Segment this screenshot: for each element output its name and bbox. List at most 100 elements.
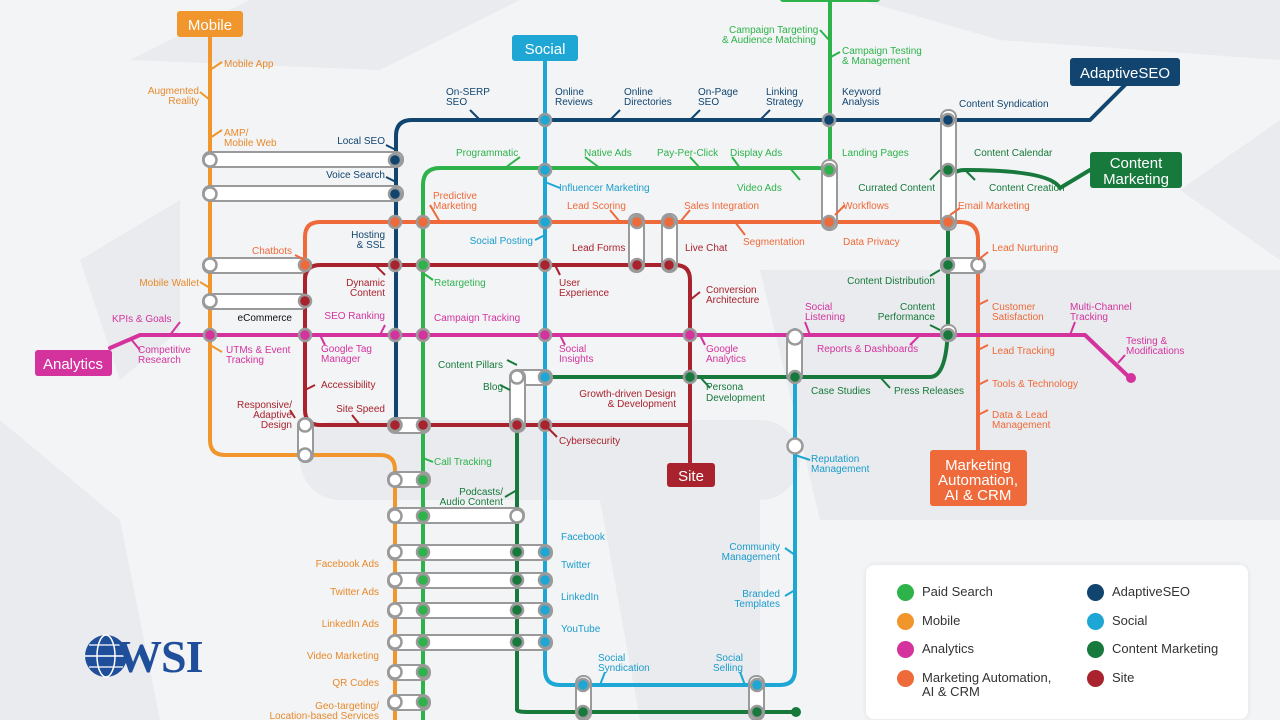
legend-dot [897, 613, 914, 630]
label-social-syndication-2: Syndication [598, 663, 650, 674]
label-online-directories: Online [624, 87, 653, 98]
globe-icon [85, 634, 126, 678]
label-campaign-targeting-2: & Audience Matching [722, 35, 816, 46]
label-conversion-architecture: Conversion [706, 285, 757, 296]
legend-item-site: Site [1087, 670, 1135, 687]
label-utms: UTMs & Event [226, 345, 291, 356]
hub-site[interactable]: Site [667, 463, 715, 487]
label-reputation-management-2: Management [811, 464, 870, 475]
label-responsive-2: Adaptive [253, 410, 292, 421]
label-branded-templates: Branded [742, 589, 780, 600]
label-competitive-research: Competitive [138, 345, 191, 356]
legend-item-automation: Marketing Automation,AI & CRM [897, 670, 1051, 699]
label-responsive-3: Design [261, 420, 292, 431]
legend-label: Mobile [922, 613, 961, 628]
label-social-listening: Social [805, 302, 832, 313]
legend-item-analytics: Analytics [897, 641, 974, 658]
label-accessibility: Accessibility [321, 380, 375, 391]
label-content-creation: Content Creation [989, 183, 1065, 194]
label-campaign-tracking: Campaign Tracking [434, 313, 520, 324]
label-hosting-2: & SSL [357, 240, 386, 251]
label-lead-nurturing: Lead Nurturing [992, 243, 1058, 254]
label-growth-driven-2: & Development [608, 399, 677, 410]
label-online-directories-2: Directories [624, 97, 672, 108]
label-campaign-targeting: Campaign Targeting [729, 25, 818, 36]
label-community-management: Community [729, 542, 780, 553]
legend-label: AdaptiveSEO [1112, 584, 1191, 599]
hub-paid-search[interactable] [780, 0, 880, 2]
hub-analytics[interactable]: Analytics [35, 350, 112, 376]
svg-text:Automation,: Automation, [938, 472, 1018, 489]
legend-label-line2: AI & CRM [922, 684, 980, 699]
legend-item-social: Social [1087, 613, 1148, 630]
legend-dot [897, 670, 914, 687]
label-local-seo: Local SEO [337, 136, 385, 147]
label-content-distribution: Content Distribution [847, 276, 935, 287]
label-segmentation: Segmentation [743, 237, 805, 248]
label-user-experience-2: Experience [559, 288, 609, 299]
label-campaign-testing-2: & Management [842, 56, 910, 67]
label-live-chat: Live Chat [685, 243, 727, 254]
label-video-marketing: Video Marketing [307, 651, 379, 662]
label-case-studies: Case Studies [811, 386, 870, 397]
legend-label: Site [1112, 670, 1135, 685]
label-lead-tracking: Lead Tracking [992, 346, 1055, 357]
hub-mobile[interactable]: Mobile [177, 11, 243, 37]
legend-label: Social [1112, 613, 1148, 628]
label-amp-2: Mobile Web [224, 138, 277, 149]
label-google-tag-manager-2: Manager [321, 354, 361, 365]
label-podcasts-2: Audio Content [440, 497, 504, 508]
label-data-privacy: Data Privacy [843, 237, 900, 248]
label-site-speed: Site Speed [336, 404, 385, 415]
label-google-analytics: Google [706, 344, 739, 355]
label-branded-templates-2: Templates [734, 599, 780, 610]
legend-label: Content Marketing [1112, 641, 1219, 656]
legend-dot [1087, 641, 1104, 658]
label-persona-development: Persona [706, 382, 744, 393]
label-mobile-wallet: Mobile Wallet [139, 278, 199, 289]
line-analytics [108, 333, 1132, 380]
svg-text:Analytics: Analytics [43, 356, 103, 373]
label-workflows: Workflows [843, 201, 889, 212]
svg-text:Content: Content [1110, 155, 1163, 172]
label-linkedin: LinkedIn [561, 592, 599, 603]
svg-text:Site: Site [678, 468, 704, 485]
label-community-management-2: Management [722, 552, 781, 563]
label-programmatic: Programmatic [456, 148, 518, 159]
logo-text: WSI [116, 631, 203, 682]
label-podcasts: Podcasts/ [459, 487, 503, 498]
svg-text:AdaptiveSEO: AdaptiveSEO [1080, 65, 1170, 82]
hub-social[interactable]: Social [512, 35, 578, 61]
label-amp: AMP/ [224, 128, 249, 139]
label-keyword-analysis: Keyword [842, 87, 881, 98]
label-cybersecurity: Cybersecurity [559, 436, 620, 447]
label-on-page-seo: On-Page [698, 87, 738, 98]
label-youtube: YouTube [561, 624, 601, 635]
label-social-syndication: Social [598, 653, 625, 664]
svg-text:Social: Social [525, 41, 566, 58]
label-twitter: Twitter [561, 560, 591, 571]
label-ecommerce: eCommerce [238, 313, 293, 324]
label-sales-integration: Sales Integration [684, 201, 759, 212]
legend-item-adaptive-seo: AdaptiveSEO [1087, 584, 1191, 601]
label-persona-development-2: Development [706, 393, 765, 404]
line-social [543, 60, 797, 687]
label-press-releases: Press Releases [894, 386, 964, 397]
label-google-tag-manager: Google Tag [321, 344, 372, 355]
legend-dot [1087, 613, 1104, 630]
label-display-ads: Display Ads [730, 148, 782, 159]
label-facebook: Facebook [561, 532, 606, 543]
label-online-reviews-2: Reviews [555, 97, 593, 108]
legend-dot [1087, 670, 1104, 687]
label-content-calendar: Content Calendar [974, 148, 1053, 159]
label-social-posting: Social Posting [470, 236, 533, 247]
label-google-analytics-2: Analytics [706, 354, 746, 365]
label-lead-forms: Lead Forms [572, 243, 625, 254]
legend-label: Paid Search [922, 584, 993, 599]
label-voice-search: Voice Search [326, 170, 385, 181]
hub-adaptive-seo[interactable]: AdaptiveSEO [1070, 58, 1180, 86]
label-influencer-marketing: Influencer Marketing [559, 183, 650, 194]
label-curated-content: Currated Content [858, 183, 935, 194]
